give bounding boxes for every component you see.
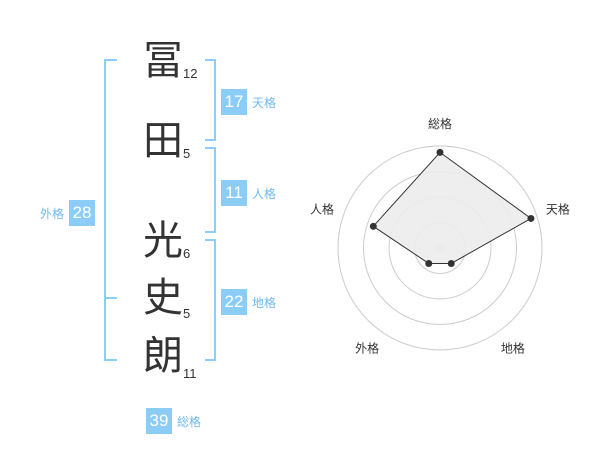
stroke-count-4: 5 — [183, 306, 191, 321]
stroke-count-1: 12 — [183, 66, 198, 81]
radar-series-area — [372, 151, 532, 264]
radar-point-2 — [527, 214, 535, 222]
radar-axis-label-5: 人格 — [310, 202, 334, 217]
radar-axis-label-4: 外格 — [355, 340, 379, 355]
stroke-count-5: 11 — [183, 366, 197, 381]
soukaku-value: 39 — [146, 408, 172, 434]
jinkaku-value: 11 — [221, 180, 247, 206]
jinkaku-badge: 11 人格 — [221, 180, 276, 206]
chikaku-label: 地格 — [252, 295, 277, 310]
name-char-3: 光 — [143, 218, 183, 264]
radar-axis-label-1: 総格 — [428, 116, 452, 131]
name-char-5: 朗 — [143, 333, 183, 379]
tenkaku-label: 天格 — [252, 95, 277, 110]
radar-point-5 — [369, 222, 377, 230]
chikaku-value: 22 — [221, 289, 247, 315]
tenkaku-badge: 17 天格 — [221, 89, 276, 115]
radar-point-4 — [425, 259, 433, 267]
stroke-count-3: 6 — [183, 246, 191, 261]
jinkaku-label: 人格 — [252, 186, 277, 201]
radar-ring-4 — [337, 145, 543, 351]
soukaku-badge: 39 総格 — [146, 408, 201, 434]
name-char-2: 田 — [143, 118, 183, 164]
gaikaku-label: 外格 — [40, 206, 65, 221]
name-char-1: 冨 — [143, 38, 183, 84]
name-char-4: 史 — [143, 275, 183, 321]
radar-axis-label-2: 天格 — [546, 202, 570, 217]
soukaku-label: 総格 — [177, 414, 202, 429]
radar-point-1 — [436, 148, 444, 156]
gaikaku-bracket — [104, 59, 117, 361]
chikaku-badge: 22 地格 — [221, 289, 276, 315]
chikaku-bracket — [205, 239, 216, 361]
stroke-count-2: 5 — [183, 146, 191, 161]
tenkaku-bracket — [205, 59, 216, 141]
radar-point-3 — [447, 259, 455, 267]
radar-axis-label-3: 地格 — [501, 340, 525, 355]
gaikaku-badge: 外格 28 — [40, 200, 96, 226]
gaikaku-value: 28 — [69, 200, 96, 226]
jinkaku-bracket — [205, 147, 216, 233]
tenkaku-value: 17 — [221, 89, 247, 115]
